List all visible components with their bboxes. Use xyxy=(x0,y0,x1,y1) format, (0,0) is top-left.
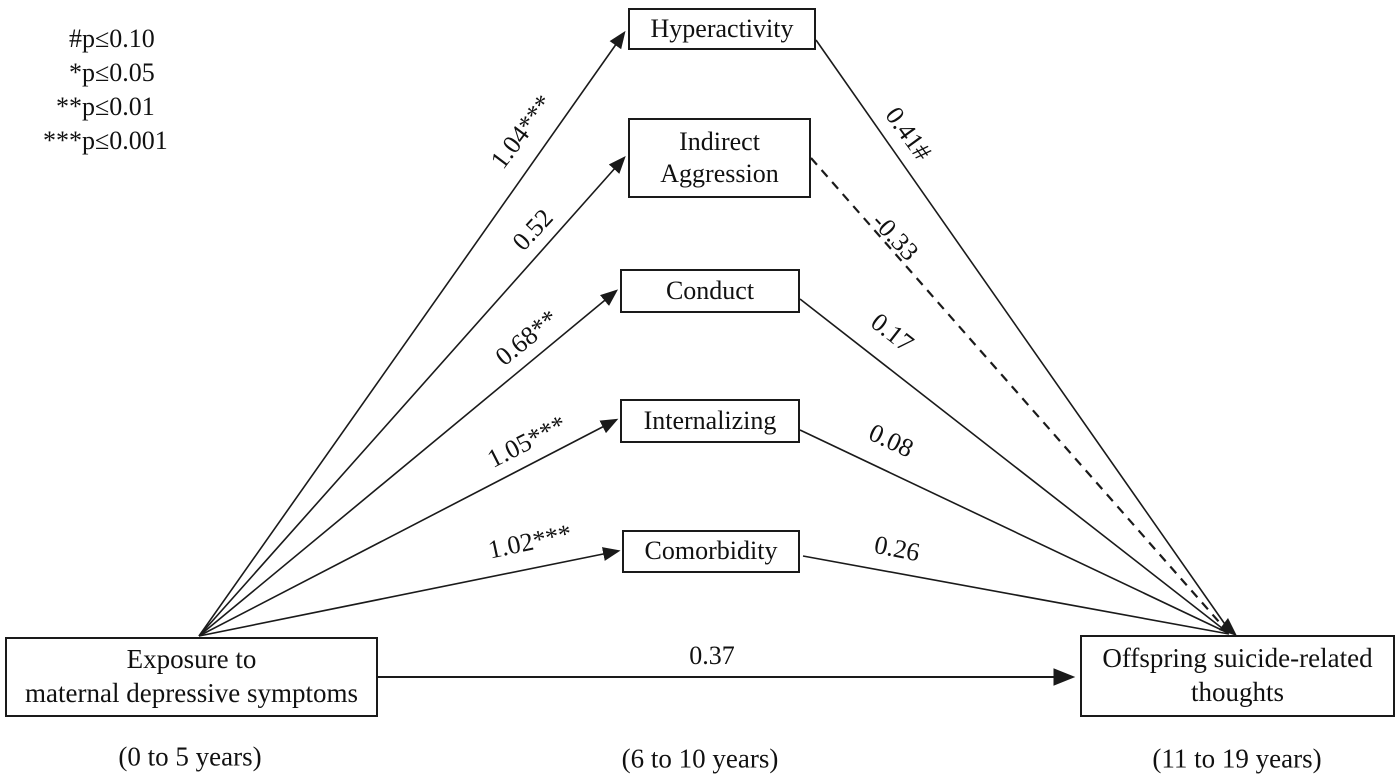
legend-marker: ** xyxy=(56,92,82,121)
b-paths-arrowhead xyxy=(1219,618,1237,636)
legend-marker: *** xyxy=(43,126,82,155)
a-path-comorbidity xyxy=(198,547,621,637)
coefficient-direct-path: 0.37 xyxy=(689,641,735,670)
a-path-hyperactivity xyxy=(198,30,626,637)
a-path-indirect-aggression xyxy=(198,156,626,637)
node-comorbidity: Comorbidity xyxy=(622,530,800,573)
legend-text: p≤0.05 xyxy=(82,58,155,87)
period-mediators: (6 to 10 years) xyxy=(621,743,779,774)
b-path-comorbidity xyxy=(802,555,1230,635)
significance-legend: #p≤0.10 *p≤0.05 **p≤0.01 ***p≤0.001 xyxy=(30,22,168,158)
period-outcome: (11 to 19 years) xyxy=(1152,743,1322,774)
node-exposure: Exposure to maternal depressive symptoms xyxy=(5,637,378,717)
legend-row: *p≤0.05 xyxy=(30,56,168,90)
b-path-conduct xyxy=(799,298,1228,633)
b-path-indirect-aggression xyxy=(810,157,1228,632)
legend-row: ***p≤0.001 xyxy=(30,124,168,158)
node-indirect-aggression: Indirect Aggression xyxy=(628,118,811,198)
legend-text: p≤0.01 xyxy=(82,92,155,121)
b-path-hyperactivity xyxy=(815,39,1230,631)
legend-row: #p≤0.10 xyxy=(30,22,168,56)
node-conduct: Conduct xyxy=(620,269,800,313)
a-path-internalizing xyxy=(198,418,619,637)
node-internalizing: Internalizing xyxy=(620,399,800,443)
legend-text: p≤0.10 xyxy=(82,24,155,53)
legend-row: **p≤0.01 xyxy=(30,90,168,124)
a-path-conduct xyxy=(198,289,619,637)
legend-marker: # xyxy=(69,24,82,53)
legend-marker: * xyxy=(69,58,82,87)
period-exposure: (0 to 5 years) xyxy=(118,741,262,772)
node-offspring-outcome: Offspring suicide-related thoughts xyxy=(1080,635,1395,717)
legend-text: p≤0.001 xyxy=(82,126,168,155)
node-hyperactivity: Hyperactivity xyxy=(628,8,816,50)
b-path-internalizing xyxy=(799,429,1229,634)
